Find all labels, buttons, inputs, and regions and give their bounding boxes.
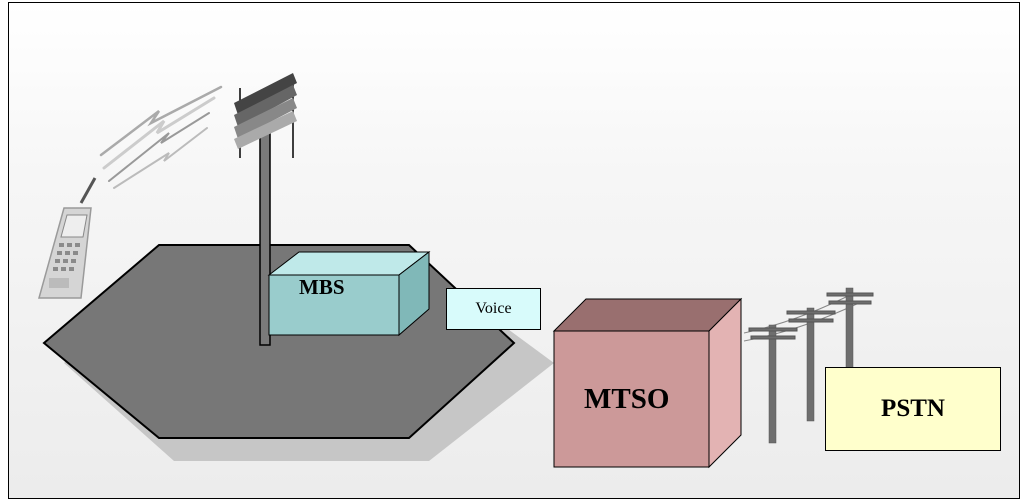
mtso-label: MTSO — [584, 383, 670, 415]
antenna-icon — [234, 73, 297, 346]
cellular-network-diagram — [38, 73, 874, 469]
mbs-box — [267, 250, 431, 337]
diagram-frame: MBS Voice MTSO PSTN — [8, 2, 1020, 499]
mbs-label: MBS — [299, 275, 345, 299]
voice-label: Voice — [475, 300, 512, 317]
pstn-label: PSTN — [881, 395, 945, 422]
pstn-box: PSTN — [825, 367, 1001, 451]
telephone-pole-icon — [743, 287, 874, 444]
radio-waves-icon — [99, 85, 223, 189]
voice-box: Voice — [446, 288, 541, 330]
mtso-box — [552, 297, 743, 469]
mobile-phone-icon — [38, 177, 97, 299]
